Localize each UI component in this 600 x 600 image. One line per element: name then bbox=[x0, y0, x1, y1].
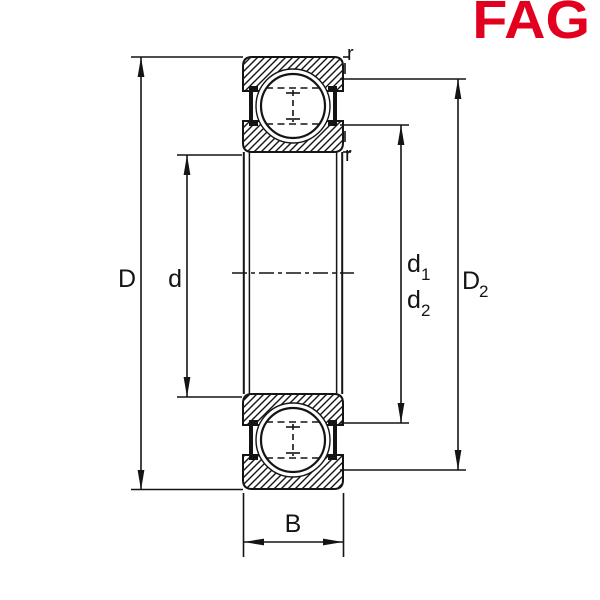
r-reference-lines bbox=[343, 56, 351, 153]
arrow-up-icon bbox=[397, 125, 405, 145]
arrow-up-icon bbox=[183, 155, 191, 175]
label-D2: D bbox=[462, 267, 480, 295]
label-d: d bbox=[168, 265, 182, 293]
dim-D2 bbox=[340, 78, 466, 471]
cage-top bbox=[266, 87, 320, 125]
shield-left-bottom bbox=[249, 420, 258, 460]
shield-right-top bbox=[328, 86, 337, 126]
label-r-bottom: r bbox=[345, 144, 352, 166]
bearing-top-section bbox=[242, 56, 344, 153]
label-r-top: r bbox=[347, 43, 354, 65]
dim-B bbox=[242, 493, 345, 557]
arrow-down-icon bbox=[397, 403, 405, 423]
arrow-down-icon bbox=[454, 450, 462, 470]
bearing-bottom-section bbox=[242, 393, 344, 490]
cage-bottom bbox=[266, 421, 320, 459]
arrow-down-icon bbox=[137, 470, 145, 490]
dim-d1-d2 bbox=[340, 124, 409, 424]
label-B: B bbox=[285, 510, 302, 538]
shield-right-bottom bbox=[328, 420, 337, 460]
arrow-up-icon bbox=[137, 57, 145, 77]
label-d2-sub: 2 bbox=[421, 301, 430, 320]
arrow-left-icon bbox=[244, 538, 264, 546]
shield-left-top bbox=[249, 86, 258, 126]
label-D2-sub: 2 bbox=[479, 282, 488, 301]
arrow-down-icon bbox=[183, 377, 191, 397]
dim-D bbox=[131, 56, 243, 491]
label-d1: d bbox=[407, 250, 421, 278]
arrow-up-icon bbox=[454, 79, 462, 99]
arrow-right-icon bbox=[323, 538, 343, 546]
label-d1-sub: 1 bbox=[421, 265, 430, 284]
fag-logo: FAG bbox=[472, 0, 590, 50]
label-D: D bbox=[118, 265, 136, 293]
label-d2: d bbox=[407, 286, 421, 314]
dim-d bbox=[177, 154, 242, 398]
